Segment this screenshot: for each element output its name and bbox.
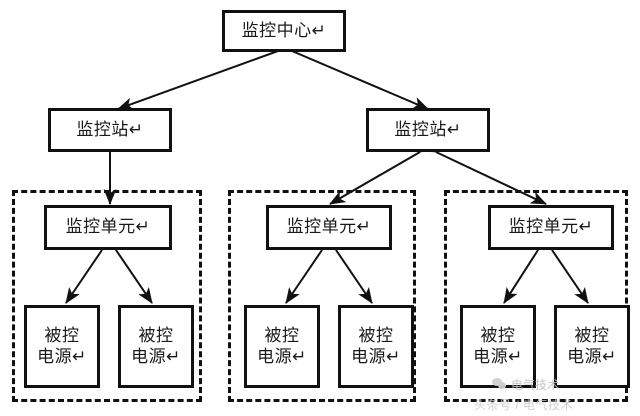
edge-unit-1-power-1a <box>65 233 116 304</box>
node-label: 监控单元↵ <box>286 217 372 237</box>
group-box-2 <box>228 190 416 402</box>
edge-center-station-right <box>275 39 429 110</box>
edge-unit-2-power-2b <box>322 233 373 304</box>
node-label: 被控 电源↵ <box>473 326 523 366</box>
node-label: 被控 电源↵ <box>37 326 87 366</box>
node-label: 监控中心↵ <box>241 20 327 40</box>
node-label: 监控单元↵ <box>65 217 151 237</box>
node-monitoring-center[interactable]: 监控中心↵ <box>222 10 346 52</box>
node-label: 监控站↵ <box>394 119 462 139</box>
node-controlled-power-3b[interactable]: 被控 电源↵ <box>554 305 630 388</box>
node-controlled-power-3a[interactable]: 被控 电源↵ <box>460 305 536 388</box>
edge-unit-3-power-3b <box>538 233 589 304</box>
node-label: 被控 电源↵ <box>131 326 181 366</box>
edge-center-station-left <box>117 39 295 110</box>
node-label: 监控单元↵ <box>508 217 594 237</box>
edge-unit-3-power-3a <box>503 233 552 304</box>
edge-station-right-unit-2 <box>329 138 437 205</box>
node-controlled-power-1a[interactable]: 被控 电源↵ <box>24 305 100 388</box>
node-controlled-power-1b[interactable]: 被控 电源↵ <box>118 305 194 388</box>
node-monitoring-unit-2[interactable]: 监控单元↵ <box>266 205 392 250</box>
node-controlled-power-2b[interactable]: 被控 电源↵ <box>338 305 414 388</box>
node-monitoring-station-right[interactable]: 监控站↵ <box>366 108 490 152</box>
node-monitoring-unit-1[interactable]: 监控单元↵ <box>44 205 172 250</box>
node-label: 被控 电源↵ <box>351 326 401 366</box>
node-label: 被控 电源↵ <box>257 326 307 366</box>
edge-station-right-unit-3 <box>419 139 547 205</box>
node-controlled-power-2a[interactable]: 被控 电源↵ <box>244 305 320 388</box>
edge-unit-1-power-1b <box>102 233 153 304</box>
node-monitoring-unit-3[interactable]: 监控单元↵ <box>488 205 614 250</box>
edge-unit-2-power-2a <box>285 233 336 304</box>
node-label: 被控 电源↵ <box>567 326 617 366</box>
node-monitoring-station-left[interactable]: 监控站↵ <box>48 108 172 152</box>
node-label: 监控站↵ <box>76 119 144 139</box>
